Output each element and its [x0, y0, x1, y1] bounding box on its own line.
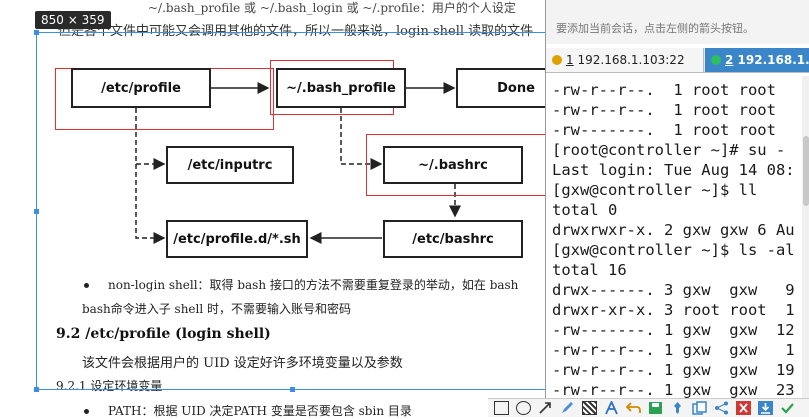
bullet-dot [84, 283, 89, 288]
node-bashrc-user: ~/.bashrc [383, 146, 523, 184]
terminal-line: total 16 [552, 261, 627, 279]
bullet-dot [84, 409, 89, 414]
terminal-output[interactable]: -rw-r--r--. 1 root root -rw-r--r--. 1 ro… [546, 76, 809, 398]
screenshot-annotation-toolbar [488, 398, 809, 417]
section-paragraph: 该文件会根据用户的 UID 设定好许多环境变量以及参数 [82, 356, 403, 371]
text-icon[interactable] [604, 401, 619, 415]
terminal-line: [gxw@controller ~]$ ls -al [552, 241, 795, 259]
arrow-icon[interactable] [538, 401, 553, 415]
node-etc-profile: /etc/profile [71, 68, 211, 108]
doc-intro-line: 但是各个文件中可能又会调用其他的文件，所以一般来说，login shell 读取… [58, 24, 534, 39]
terminal-line: drwx------. 3 gxw gxw 9 [552, 281, 795, 299]
ellipse-icon[interactable] [516, 401, 531, 415]
doc-nonlogin-line2: bash命令进入子 shell 时，不需要输入账号和密码 [82, 302, 352, 316]
doc-path-line: PATH：根据 UID 决定PATH 变量是否要包含 sbin 目录 [108, 404, 412, 418]
tab-session-2[interactable]: 2 192.168.1.103 [705, 48, 809, 72]
confirm-icon[interactable] [780, 401, 795, 415]
terminal-line: -rw-r--r--. 1 gxw gxw 1 [552, 341, 795, 359]
terminal-line: -rw-r--r--. 1 root root [552, 101, 776, 119]
node-inputrc: /etc/inputrc [166, 146, 294, 184]
info-icon [552, 55, 562, 65]
terminal-line: -rw-------. 1 root root [552, 121, 776, 139]
terminal-line: total 0 [552, 201, 618, 219]
connected-icon [711, 55, 721, 65]
tab-label: 192.168.1.103:22 [577, 53, 685, 67]
download-icon[interactable] [758, 401, 773, 415]
doc-nonlogin-line1: non-login shell：取得 bash 接口的方法不需要重复登录的举动，… [108, 278, 519, 292]
doc-top-line: ~/.bash_profile 或 ~/.bash_login 或 ~/.pro… [148, 1, 516, 15]
node-profile-d: /etc/profile.d/*.sh [166, 220, 308, 258]
rectangle-icon[interactable] [494, 401, 509, 415]
close-icon[interactable] [736, 401, 751, 415]
scrollbar-thumb[interactable] [803, 136, 809, 206]
terminal-scrollbar[interactable] [802, 76, 809, 398]
terminal-line: -rw-------. 1 gxw gxw 12 [552, 321, 795, 339]
node-etc-bashrc: /etc/bashrc [383, 220, 523, 258]
terminal-line: Last login: Tue Aug 14 08: [552, 161, 795, 179]
screenshot-size-badge: 850 × 359 [35, 11, 111, 29]
share-icon[interactable] [714, 401, 729, 415]
copy-icon[interactable] [692, 401, 707, 415]
tab-session-1[interactable]: 1 192.168.1.103:22 [546, 48, 704, 72]
undo-icon[interactable] [626, 401, 641, 415]
tab-number: 1 [566, 53, 574, 67]
terminal-line: [root@controller ~]# su - [552, 141, 786, 159]
diagram-connectors [135, 82, 461, 244]
terminal-line: [gxw@controller ~]$ ll [552, 181, 758, 199]
session-hint-text: 要添加当前会话，点击左侧的箭头按钮。 [556, 22, 754, 35]
section-heading: 9.2 /etc/profile (login shell) [56, 326, 271, 342]
tab-number: 2 [725, 53, 734, 67]
terminal-session-hint-bar: 要添加当前会话，点击左侧的箭头按钮。 [546, 0, 809, 44]
pen-icon[interactable] [560, 401, 575, 415]
pin-icon[interactable] [670, 401, 685, 415]
node-bash-profile: ~/.bash_profile [276, 68, 406, 108]
bash-startup-flow-diagram: /etc/profile ~/.bash_profile Done /etc/i… [36, 40, 576, 272]
subsection-heading: 9.2.1 设定环境变量 [56, 379, 163, 393]
mosaic-icon[interactable] [582, 401, 597, 415]
save-icon[interactable] [648, 401, 663, 415]
terminal-line: -rw-r--r--. 1 root root [552, 81, 776, 99]
tab-label: 192.168.1.103 [737, 53, 809, 67]
session-tab-bar: 1 192.168.1.103:22 2 192.168.1.103 [546, 48, 809, 73]
ssh-terminal-window: 要添加当前会话，点击左侧的箭头按钮。 1 192.168.1.103:22 2 … [545, 0, 809, 416]
terminal-line: -rw-r--r--. 1 gxw gxw 19 [552, 361, 795, 379]
terminal-line: drwxr-xr-x. 3 root root 1 [552, 301, 795, 319]
terminal-line: drwxrwxr-x. 2 gxw gxw 6 Au [552, 221, 795, 239]
terminal-line: -rw-r--r--. 1 gxw gxw 23 [552, 381, 795, 398]
